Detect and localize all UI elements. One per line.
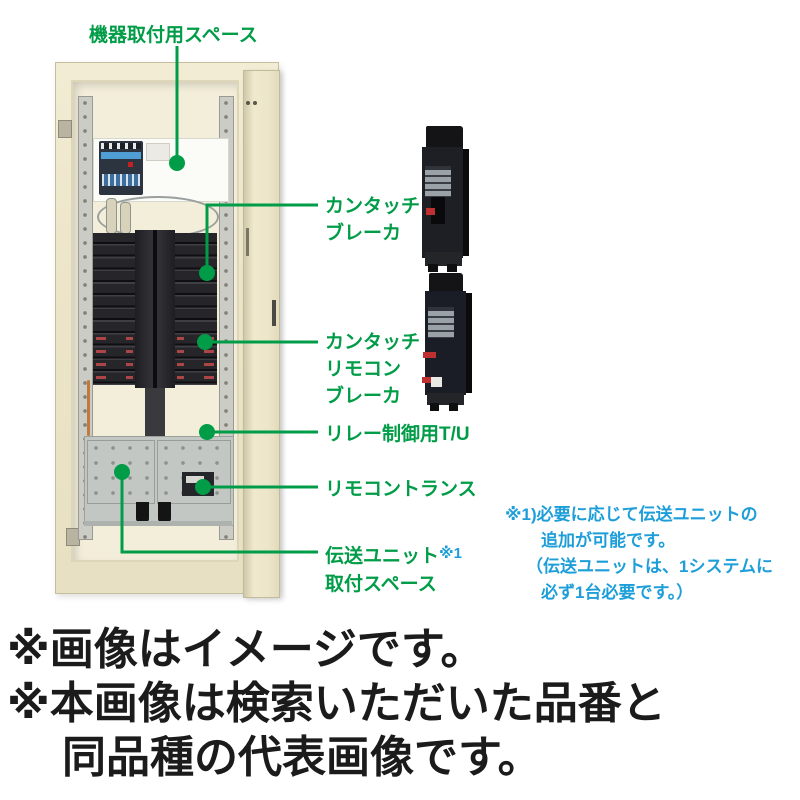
label-equipment-space: 機器取付用スペース [89, 25, 258, 46]
label-line: 伝送ユニット※1 [325, 543, 462, 571]
breaker-base [425, 252, 462, 266]
footnote-transmission-unit: ※1)必要に応じて伝送ユニットの 追加が可能です。 （伝送ユニットは、1システム… [505, 502, 773, 606]
transmission-unit-text: 伝送ユニット [325, 546, 440, 567]
label-line: カンタッチ [325, 332, 421, 353]
breaker-top-cap [429, 273, 463, 293]
breaker-nameplate [425, 166, 451, 197]
label-transmission-unit: 伝送ユニット※1 取付スペース [325, 543, 462, 598]
conduit [120, 202, 131, 234]
bottom-sill [84, 521, 232, 526]
breaker-side-face [463, 149, 469, 256]
breaker-terminal [428, 264, 438, 272]
breaker-terminal [430, 403, 439, 411]
transmission-unit-space-plate [87, 440, 155, 504]
remote-breaker-marks [126, 333, 133, 385]
label-line: リモコン [325, 359, 402, 380]
cable-clamp [136, 502, 149, 522]
label-line: ブレーカ [325, 386, 402, 407]
breaker-red-button [422, 377, 431, 383]
door-screw [246, 101, 250, 105]
breaker-terminal [447, 264, 457, 272]
remote-breaker-marks [177, 333, 184, 385]
footnote-line: 必ず1台必要です。） [541, 583, 694, 602]
plate-sticker [146, 143, 170, 161]
remote-breaker-marks [96, 333, 106, 385]
remote-breaker-marks [204, 333, 214, 385]
main-breaker [99, 141, 143, 195]
conduit [106, 198, 117, 234]
footnote-line: （伝送ユニットは、1システムに [526, 557, 773, 576]
label-kantouch-remote-breaker: カンタッチ リモコン ブレーカ [325, 329, 420, 410]
label-line: ブレーカ [325, 223, 402, 244]
door-latch-slot [246, 228, 249, 256]
breaker-base [427, 393, 464, 405]
busbar-tail [145, 388, 165, 442]
cable-clamp [158, 502, 171, 522]
main-breaker-terminals [101, 143, 141, 149]
breaker-top-cap [426, 126, 463, 149]
breaker-red-bar [423, 352, 436, 358]
door-screw [253, 101, 257, 105]
disclaimer-line: ※本画像は検索いただいた品番と [7, 679, 666, 728]
disclaimer-line: 同品種の代表画像です。 [62, 733, 542, 782]
breaker-side-face [466, 293, 472, 393]
breaker-white-button [431, 377, 442, 387]
breaker-switch-slot [431, 197, 445, 224]
label-remote-transformer: リモコントランス [325, 479, 477, 500]
main-breaker-rating-label [102, 174, 140, 186]
main-breaker-label-band [101, 152, 141, 159]
busbar-ridge [153, 230, 157, 388]
footnote-ref: ※1 [439, 545, 462, 562]
footnote-line: ※1)必要に応じて伝送ユニットの [505, 505, 758, 524]
label-relay-tu: リレー制御用T/U [325, 424, 470, 445]
remote-transformer-label [186, 476, 204, 483]
door-edge-handle [272, 300, 276, 326]
panel-door-open [243, 70, 280, 598]
footnote-line: 追加が可能です。 [541, 531, 676, 550]
hinge [58, 120, 72, 138]
breaker-red-indicator [426, 208, 435, 215]
label-line: カンタッチ [325, 196, 421, 217]
label-kantouch-breaker: カンタッチ ブレーカ [325, 193, 420, 247]
wire [87, 380, 90, 436]
breaker-nameplate [428, 307, 454, 338]
disclaimer-line: ※画像はイメージです。 [7, 625, 485, 674]
main-breaker-indicator [128, 162, 133, 167]
kantouch-remote-breaker-photo [421, 273, 473, 413]
breaker-terminal [449, 403, 458, 411]
kantouch-breaker-photo [418, 126, 470, 272]
label-line: 取付スペース [325, 574, 437, 595]
image-disclaimer: ※画像はイメージです。 ※本画像は検索いただいた品番と 同品種の代表画像です。 [7, 623, 666, 785]
